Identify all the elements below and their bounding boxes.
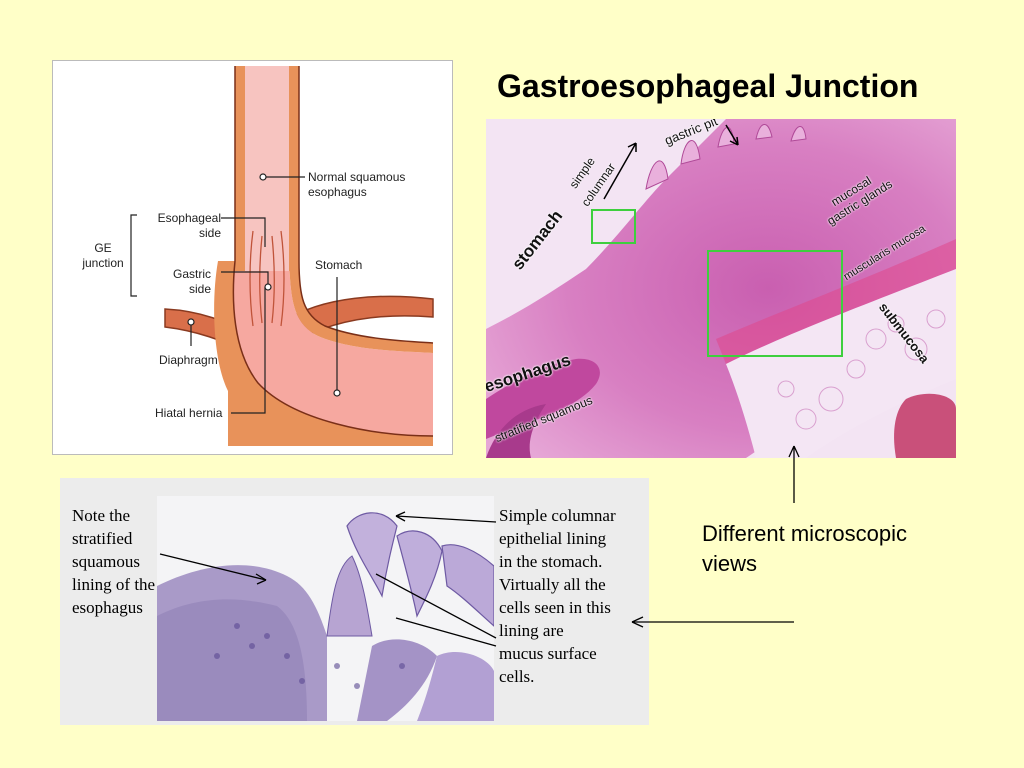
bottom-leader-lines bbox=[159, 511, 497, 647]
slide-title: Gastroesophageal Junction bbox=[497, 68, 919, 104]
stomach-wall-right bbox=[289, 261, 433, 353]
label-diaphragm: Diaphragm bbox=[159, 353, 218, 367]
note-columnar-text: Simple columnar epithelial lining in the… bbox=[499, 506, 616, 686]
outline-outer bbox=[232, 66, 434, 437]
stomach-wall-left bbox=[214, 261, 433, 446]
outline-inner bbox=[298, 66, 434, 344]
highlight-box-muscularis bbox=[707, 250, 843, 357]
ge-junction-illustration bbox=[130, 66, 434, 446]
label-stomach: Stomach bbox=[315, 258, 363, 272]
label-hiatal-hernia: Hiatal hernia bbox=[155, 406, 223, 420]
note-squamous-text: Note the stratified squamous lining of t… bbox=[72, 506, 156, 617]
arrow-gastric-pit bbox=[725, 124, 739, 146]
leader-lines bbox=[130, 176, 338, 414]
micrograph-top-image bbox=[486, 119, 956, 458]
arrow-simple-columnar bbox=[603, 142, 637, 200]
micrograph-bottom-panel: Note the stratified squamous lining of t… bbox=[60, 478, 649, 725]
micrograph-bottom-image bbox=[157, 496, 494, 721]
leader-dots bbox=[187, 173, 341, 397]
highlight-box-columnar bbox=[591, 209, 636, 244]
junction-folds bbox=[249, 230, 285, 327]
micrograph-top: gastric pit simple columnar stomach muco… bbox=[486, 119, 956, 458]
